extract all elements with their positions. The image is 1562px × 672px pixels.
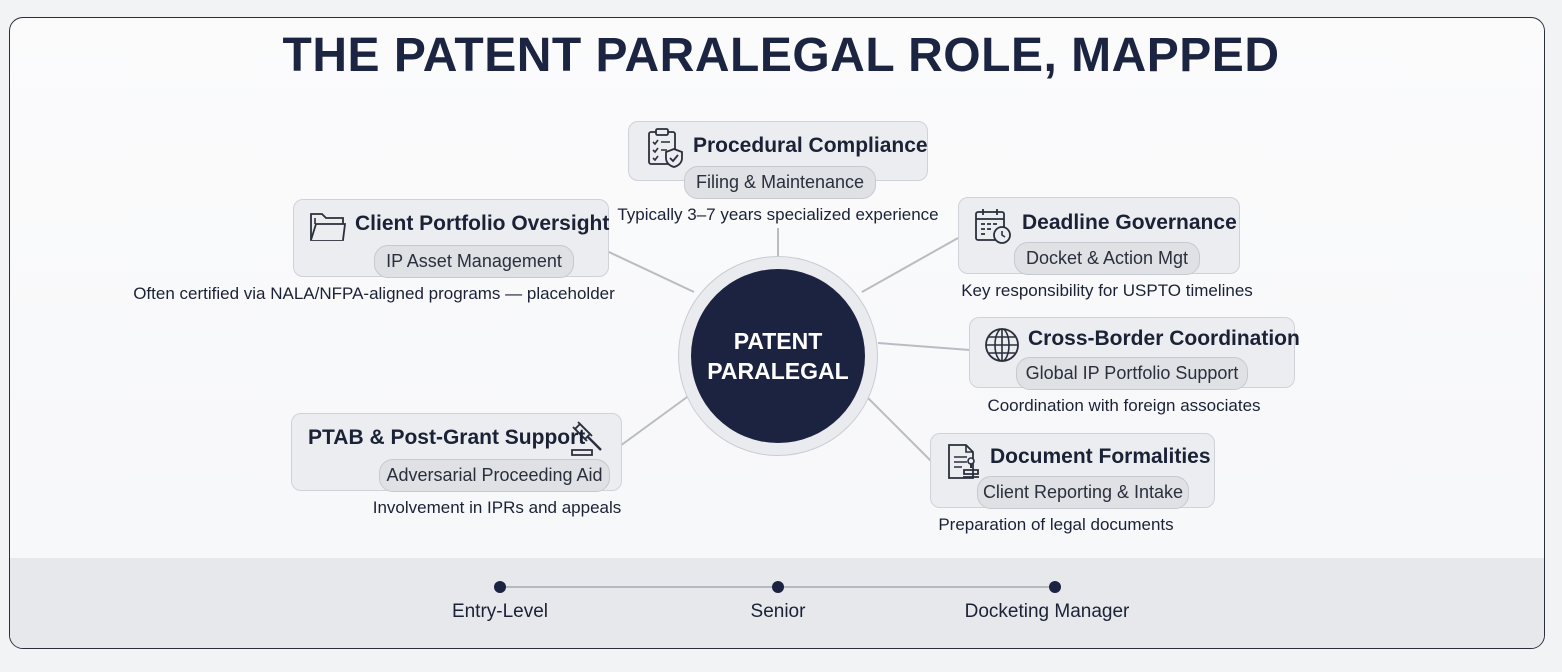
client-portfolio-note: Often certified via NALA/NFPA-aligned pr… [104, 284, 644, 304]
cross-border-tag: Global IP Portfolio Support [1016, 357, 1248, 390]
folder-icon [309, 208, 347, 244]
ptab-support-title: PTAB & Post-Grant Support [308, 426, 585, 450]
hub-circle: PATENT PARALEGAL [678, 256, 878, 456]
link-crossborder [878, 343, 970, 350]
procedural-compliance-tag: Filing & Maintenance [684, 166, 876, 199]
career-level-manager: Docketing Manager [947, 601, 1147, 623]
hub-line-1: PATENT [707, 326, 848, 356]
document-stamp-icon [945, 442, 985, 482]
hub-core: PATENT PARALEGAL [691, 269, 865, 443]
document-formalities-title: Document Formalities [990, 445, 1211, 469]
career-dot-manager [1049, 581, 1061, 593]
ptab-support-note: Involvement in IPRs and appeals [327, 498, 667, 518]
deadline-governance-tag: Docket & Action Mgt [1014, 242, 1200, 275]
globe-icon [984, 327, 1020, 363]
client-portfolio-title: Client Portfolio Oversight [355, 212, 609, 236]
career-level-entry: Entry-Level [420, 601, 580, 623]
document-formalities-tag: Client Reporting & Intake [977, 476, 1189, 509]
cross-border-title: Cross-Border Coordination [1028, 327, 1300, 351]
link-ptab [620, 392, 694, 446]
ptab-support-tag: Adversarial Proceeding Aid [379, 459, 610, 492]
document-formalities-note: Preparation of legal documents [906, 515, 1206, 535]
procedural-compliance-title: Procedural Compliance [693, 134, 928, 158]
deadline-governance-title: Deadline Governance [1022, 211, 1237, 235]
client-portfolio-tag: IP Asset Management [374, 245, 574, 278]
career-level-senior: Senior [698, 601, 858, 623]
link-documents [862, 392, 932, 462]
cross-border-note: Coordination with foreign associates [944, 396, 1304, 416]
checklist-shield-icon [644, 127, 686, 169]
hub-line-2: PARALEGAL [707, 356, 848, 386]
career-dot-senior [772, 581, 784, 593]
career-dot-entry [494, 581, 506, 593]
calendar-clock-icon [973, 206, 1013, 246]
procedural-compliance-note: Typically 3–7 years specialized experien… [578, 205, 978, 225]
deadline-governance-note: Key responsibility for USPTO timelines [927, 281, 1287, 301]
